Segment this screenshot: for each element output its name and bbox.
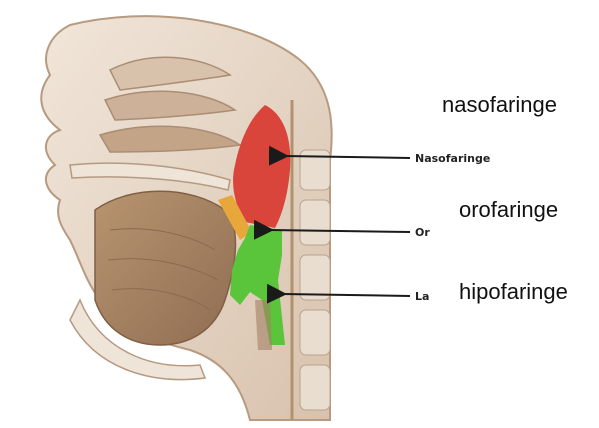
- label-nasofaringe: nasofaringe: [442, 92, 557, 118]
- vertebra-2: [300, 200, 330, 245]
- tag-orofaringe: Or: [415, 226, 430, 239]
- tag-laringe: La: [415, 290, 429, 303]
- tag-nasofaringe: Nasofaringe: [415, 152, 490, 165]
- vertebra-4: [300, 310, 330, 355]
- label-hipofaringe: hipofaringe: [459, 279, 568, 305]
- vertebra-5: [300, 365, 330, 410]
- vertebra-3: [300, 255, 330, 300]
- label-orofaringe: orofaringe: [459, 197, 558, 223]
